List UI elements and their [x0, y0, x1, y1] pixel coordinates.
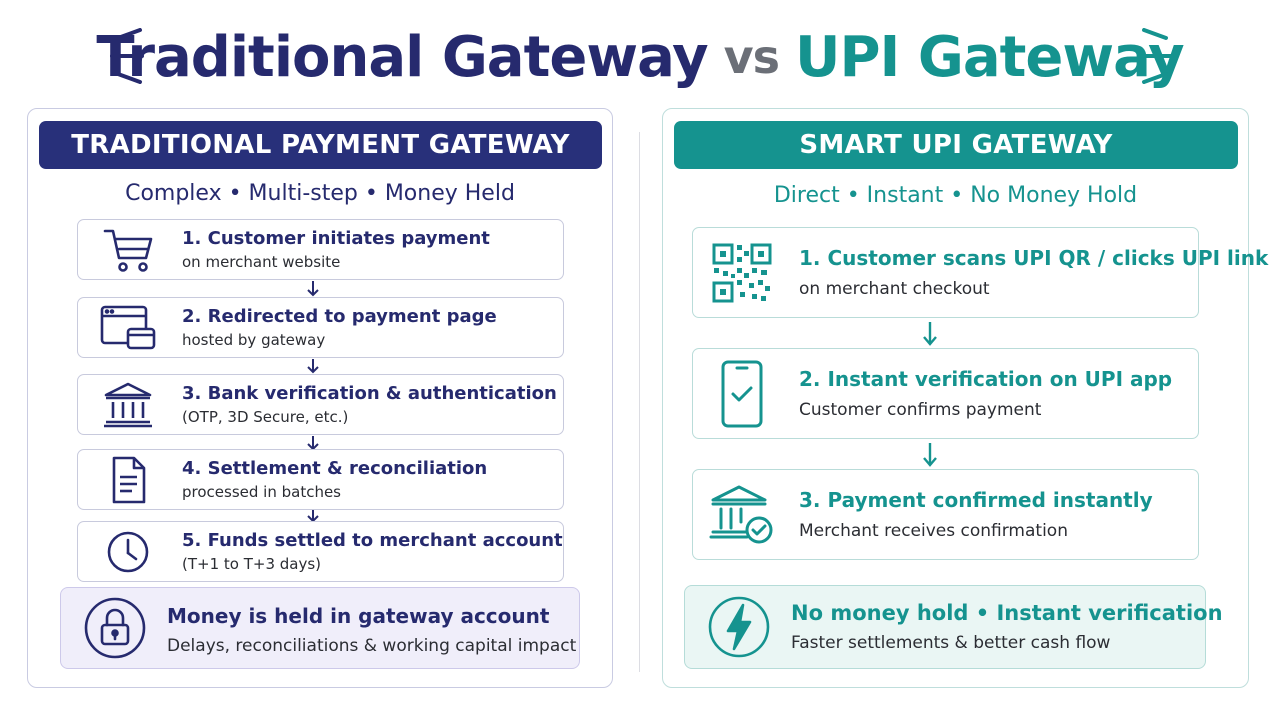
- step-title: 2. Instant verification on UPI app: [799, 367, 1173, 391]
- lock-icon: [84, 597, 146, 659]
- step-title: 1. Customer initiates payment: [182, 228, 490, 249]
- step-desc: hosted by gateway: [182, 331, 326, 349]
- arrow-down-icon: [307, 281, 319, 297]
- step-desc: Merchant receives confirmation: [799, 521, 1068, 541]
- lightning-icon: [708, 596, 770, 658]
- panel-divider: [639, 132, 640, 672]
- upi-step-3: 3. Payment confirmed instantly Merchant …: [692, 469, 1199, 560]
- title-upi: UPI Gateway: [795, 24, 1185, 90]
- upi-gateway-panel: SMART UPI GATEWAY Direct • Instant • No …: [662, 108, 1268, 688]
- title-accent-right-icon: [1140, 28, 1174, 84]
- step-desc: processed in batches: [182, 483, 341, 501]
- step-title: 1. Customer scans UPI QR / clicks UPI li…: [799, 246, 1269, 270]
- upi-step-2: 2. Instant verification on UPI app Custo…: [692, 348, 1199, 439]
- traditional-heading: TRADITIONAL PAYMENT GATEWAY: [39, 121, 602, 169]
- clock-icon: [100, 526, 156, 578]
- callout-desc: Delays, reconciliations & working capita…: [167, 636, 577, 656]
- bank-check-icon: [707, 480, 777, 550]
- traditional-subtitle: Complex • Multi-step • Money Held: [125, 181, 515, 206]
- phone-check-icon: [707, 359, 777, 429]
- callout-desc: Faster settlements & better cash flow: [791, 633, 1111, 653]
- step-title: 4. Settlement & reconciliation: [182, 458, 488, 479]
- arrow-down-icon: [923, 322, 937, 346]
- page-title: Traditional Gateway vs UPI Gateway: [0, 22, 1280, 92]
- traditional-step-2: 2. Redirected to payment page hosted by …: [77, 297, 564, 358]
- step-title: 3. Bank verification & authentication: [182, 383, 557, 404]
- bank-icon: [100, 379, 156, 431]
- upi-heading: SMART UPI GATEWAY: [674, 121, 1238, 169]
- step-desc: Customer confirms payment: [799, 400, 1042, 420]
- browser-card-icon: [100, 302, 156, 354]
- qr-code-icon: [707, 238, 777, 308]
- step-title: 3. Payment confirmed instantly: [799, 488, 1153, 512]
- step-title: 2. Redirected to payment page: [182, 306, 497, 327]
- callout-title: Money is held in gateway account: [167, 604, 550, 628]
- title-vs: vs: [723, 30, 780, 84]
- step-desc: (OTP, 3D Secure, etc.): [182, 408, 349, 426]
- traditional-step-5: 5. Funds settled to merchant account (T+…: [77, 521, 564, 582]
- traditional-step-3: 3. Bank verification & authentication (O…: [77, 374, 564, 435]
- title-accent-left-icon: [110, 28, 144, 84]
- traditional-step-1: 1. Customer initiates payment on merchan…: [77, 219, 564, 280]
- step-title: 5. Funds settled to merchant account: [182, 530, 563, 551]
- step-desc: on merchant checkout: [799, 279, 990, 299]
- traditional-gateway-panel: TRADITIONAL PAYMENT GATEWAY Complex • Mu…: [27, 108, 613, 688]
- upi-step-1: 1. Customer scans UPI QR / clicks UPI li…: [692, 227, 1268, 318]
- upi-callout: No money hold • Instant verification Fas…: [684, 585, 1223, 669]
- arrow-down-icon: [307, 359, 319, 374]
- shopping-cart-icon: [100, 224, 156, 276]
- callout-title: No money hold • Instant verification: [791, 601, 1223, 625]
- upi-subtitle: Direct • Instant • No Money Hold: [773, 183, 1138, 208]
- document-icon: [100, 454, 156, 506]
- title-traditional: Traditional Gateway: [96, 24, 708, 90]
- step-desc: on merchant website: [182, 253, 341, 271]
- arrow-down-icon: [923, 443, 937, 467]
- traditional-callout: Money is held in gateway account Delays,…: [60, 587, 580, 669]
- traditional-step-4: 4. Settlement & reconciliation processed…: [77, 449, 564, 510]
- step-desc: (T+1 to T+3 days): [182, 555, 322, 573]
